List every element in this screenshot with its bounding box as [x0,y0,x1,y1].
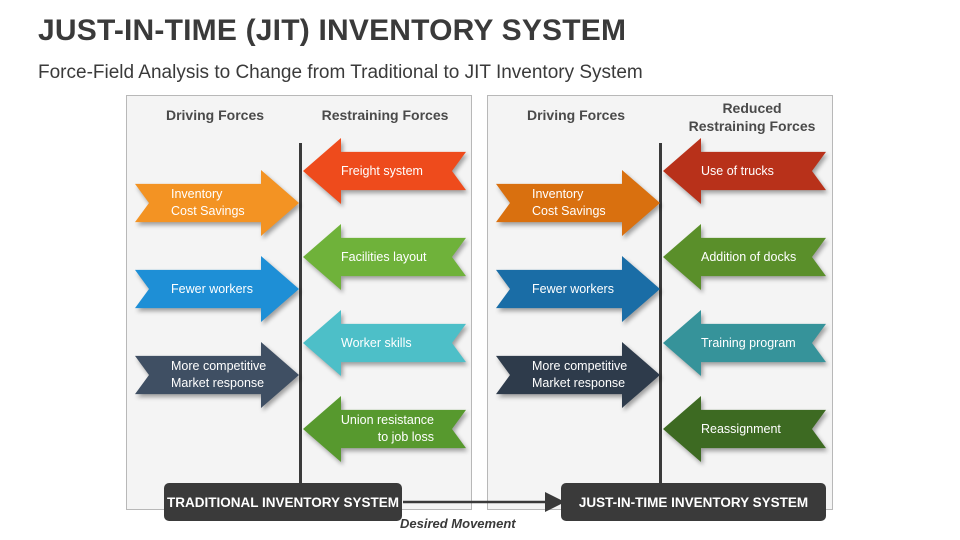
traditional-driving-arrow-3-label: More competitive Market response [171,359,267,390]
traditional-restraining-arrow-4: Union resistance to job loss [303,396,466,462]
jit-system-box: JUST-IN-TIME INVENTORY SYSTEM [561,483,826,521]
jit-restraining-arrow-2-shape [663,224,826,290]
traditional-restraining-arrow-2-label: Facilities layout [341,249,427,264]
traditional-restraining-arrow-1-label: Freight system [341,163,423,178]
jit-driving-header: Driving Forces [526,107,626,123]
traditional-restraining-arrow-3-label: Worker skills [341,335,412,350]
page-title: JUST-IN-TIME (JIT) INVENTORY SYSTEM [38,14,627,47]
jit-restraining-arrow-4-shape [663,396,826,462]
traditional-driving-arrow-3: More competitive Market response [135,342,299,408]
traditional-divider [299,143,302,483]
traditional-restraining-header: Restraining Forces [321,107,449,123]
desired-movement-label: Desired Movement [400,516,516,531]
jit-restraining-arrow-2: Addition of docks [663,224,826,290]
jit-restraining-arrow-1-label: Use of trucks [701,163,774,178]
traditional-restraining-arrow-2: Facilities layout [303,224,466,290]
traditional-driving-header: Driving Forces [165,107,265,123]
jit-driving-arrow-3: More competitive Market response [496,342,660,408]
jit-driving-arrow-2-label: Fewer workers [532,281,614,296]
traditional-driving-arrow-1-label: Inventory Cost Savings [171,187,245,218]
jit-restraining-arrow-3-shape [663,310,826,376]
jit-restraining-arrow-1: Use of trucks [663,138,826,204]
jit-driving-arrow-3-shape [496,342,660,408]
jit-driving-arrow-1-shape [496,170,660,236]
jit-driving-arrow-2-shape [496,256,660,322]
traditional-restraining-arrow-1-shape [303,138,466,204]
jit-restraining-arrow-2-label: Addition of docks [701,249,797,264]
jit-restraining-arrow-4-label: Reassignment [701,421,781,436]
traditional-restraining-arrow-1: Freight system [303,138,466,204]
jit-restraining-arrow-3: Training program [663,310,826,376]
traditional-restraining-arrow-3-shape [303,310,466,376]
traditional-restraining-arrow-2-shape [303,224,466,290]
traditional-driving-arrow-1: Inventory Cost Savings [135,170,299,236]
page-subtitle: Force-Field Analysis to Change from Trad… [38,62,643,83]
jit-divider [659,143,662,483]
traditional-driving-arrow-2: Fewer workers [135,256,299,322]
traditional-driving-arrow-2-shape [135,256,299,322]
traditional-restraining-arrow-4-shape [303,396,466,462]
jit-driving-arrow-2: Fewer workers [496,256,660,322]
traditional-restraining-arrow-3: Worker skills [303,310,466,376]
jit-restraining-arrow-3-label: Training program [701,335,796,350]
traditional-system-box: TRADITIONAL INVENTORY SYSTEM [164,483,402,521]
traditional-restraining-arrow-4-label: Union resistance to job loss [340,413,434,444]
traditional-driving-arrow-1-shape [135,170,299,236]
jit-driving-arrow-1-label: Inventory Cost Savings [532,187,606,218]
traditional-driving-arrow-2-label: Fewer workers [171,281,253,296]
traditional-driving-arrow-3-shape [135,342,299,408]
jit-driving-arrow-3-label: More competitive Market response [532,359,628,390]
jit-restraining-arrow-1-shape [663,138,826,204]
jit-restraining-arrow-4: Reassignment [663,396,826,462]
jit-restraining-header: Reduced Restraining Forces [688,100,816,134]
jit-driving-arrow-1: Inventory Cost Savings [496,170,660,236]
